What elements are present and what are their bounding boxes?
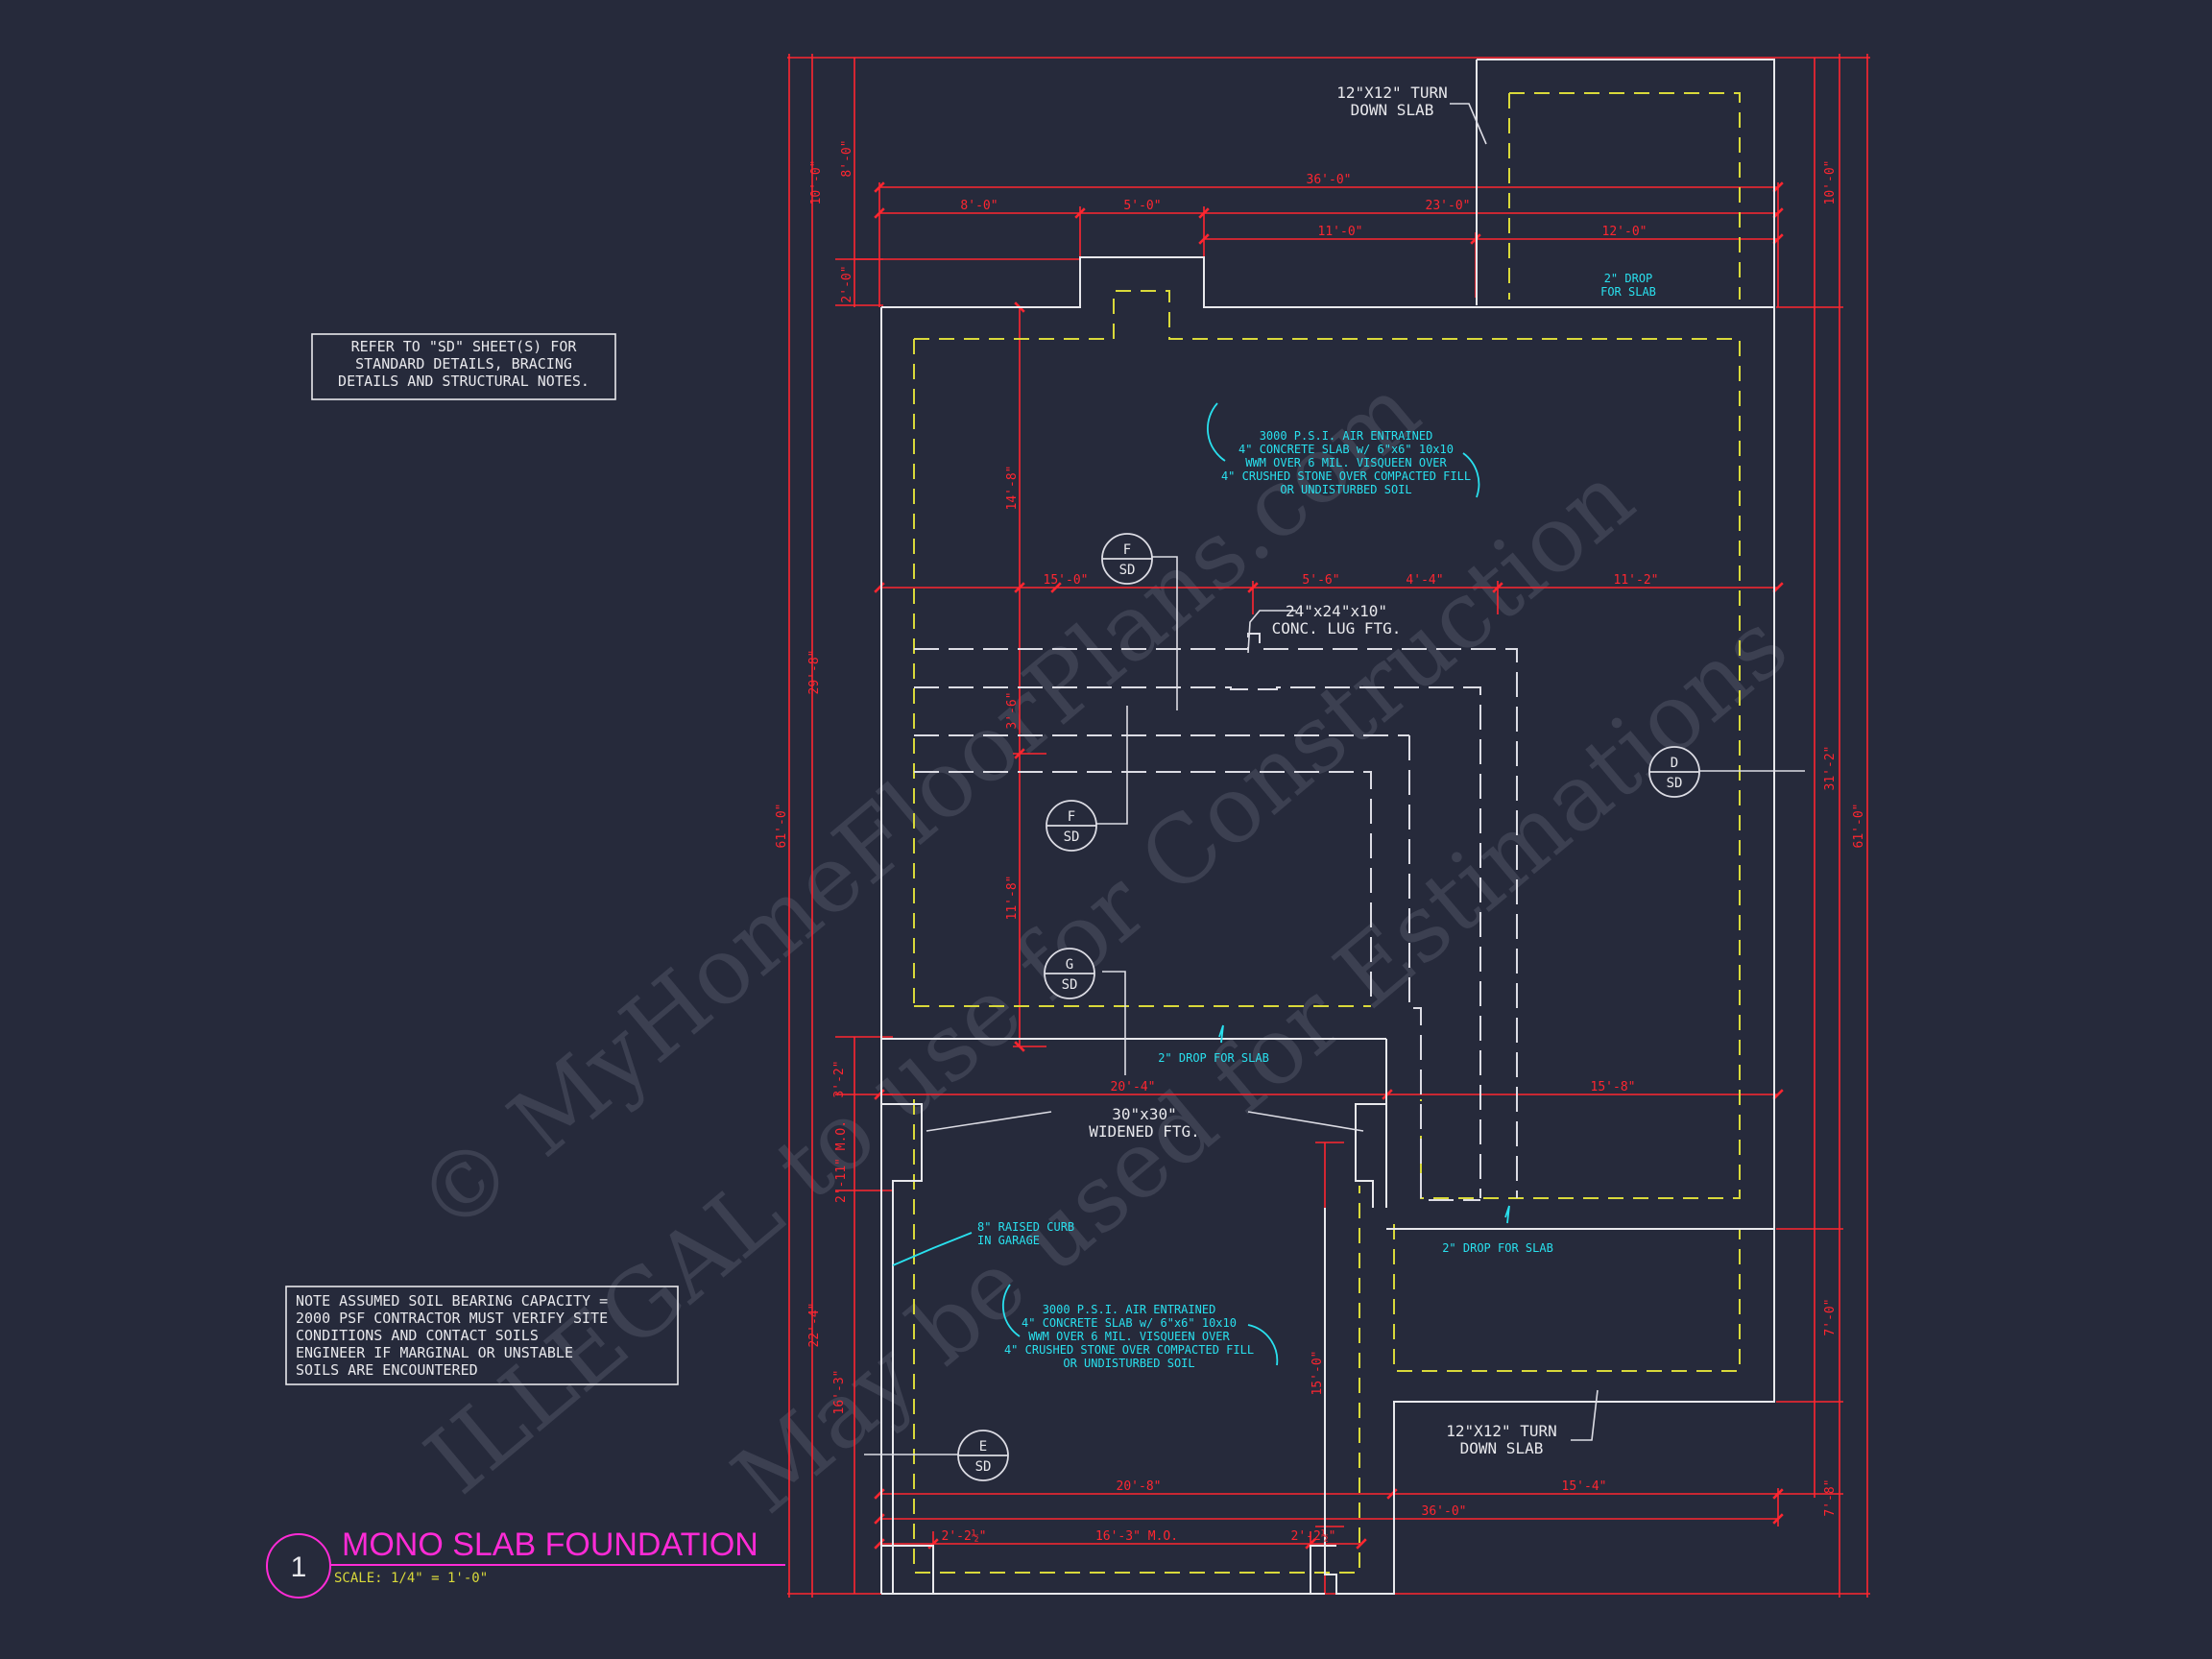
dim-right-d: 7'-0" (1823, 1298, 1838, 1335)
dim-left-k: 22'-4" (807, 1303, 822, 1348)
note-refer-line-2: STANDARD DETAILS, BRACING (355, 355, 572, 373)
dim-left-b: 8'-0" (840, 139, 854, 177)
widened-ftg-line-1: 30"x30" (1112, 1105, 1176, 1123)
drop-top-line-1: 2" DROP (1604, 272, 1653, 285)
dim-bottom-c: 2'-2½" (942, 1529, 987, 1544)
slab-main-line-3: WWM OVER 6 MIL. VISQUEEN OVER (1245, 456, 1447, 469)
lug-ftg-line-2: CONC. LUG FTG. (1272, 619, 1402, 637)
dim-left-l: 16'-3" (832, 1370, 847, 1415)
cyan-callouts: 2" DROP FOR SLAB 3000 P.S.I. AIR ENTRAIN… (977, 272, 1656, 1370)
note-soil-line-5: SOILS ARE ENCOUNTERED (296, 1361, 478, 1379)
dim-right-e: 7'-8" (1823, 1479, 1838, 1516)
dim-left-d: 14'-8" (1005, 466, 1020, 511)
slab-garage-line-5: OR UNDISTURBED SOIL (1063, 1357, 1194, 1370)
note-refer: REFER TO "SD" SHEET(S) FOR STANDARD DETA… (311, 333, 616, 400)
white-labels: 12"X12" TURN DOWN SLAB 24"x24"x10" CONC.… (1089, 84, 1557, 1457)
dim-left-h: 61'-0" (775, 804, 789, 849)
note-refer-line-3: DETAILS AND STRUCTURAL NOTES. (338, 373, 589, 390)
dim-right-a: 10'-0" (1823, 160, 1838, 205)
dim-left-a: 10'-0" (809, 160, 824, 205)
slab-main-line-2: 4" CONCRETE SLAB w/ 6"x6" 10x10 (1238, 443, 1454, 456)
drawing-title: MONO SLAB FOUNDATION (342, 1527, 758, 1563)
dim-right-b: 31'-2" (1823, 746, 1838, 791)
dim-bottom-e: 2'-2½" (1291, 1529, 1336, 1544)
slab-garage-line-4: 4" CRUSHED STONE OVER COMPACTED FILL (1004, 1343, 1254, 1357)
drop-top-line-2: FOR SLAB (1600, 285, 1656, 299)
dim-left-f: 11'-8" (1005, 876, 1020, 921)
section-marker-label: D (1671, 756, 1678, 771)
section-markers: F SD F SD G SD D SD E SD (957, 533, 1700, 1481)
slab-garage-line-3: WWM OVER 6 MIL. VISQUEEN OVER (1028, 1330, 1230, 1343)
dim-bottom-overall: 36'-0" (1422, 1504, 1467, 1519)
dim-bottom-d: 16'-3" M.O. (1095, 1529, 1178, 1544)
section-marker-sheet: SD (1062, 977, 1078, 993)
note-soil-line-4: ENGINEER IF MARGINAL OR UNSTABLE (296, 1344, 573, 1361)
dim-garage-a: 20'-4" (1111, 1080, 1156, 1094)
note-soil-line-3: CONDITIONS AND CONTACT SOILS (296, 1327, 539, 1344)
note-soil-line-2: 2000 PSF CONTRACTOR MUST VERIFY SITE (296, 1310, 608, 1327)
dim-top-a: 8'-0" (960, 199, 998, 213)
section-marker-f-2[interactable]: F SD (1046, 800, 1097, 852)
section-marker-sheet: SD (1119, 563, 1136, 578)
dim-garage-b: 15'-8" (1591, 1080, 1636, 1094)
turn-down-bottom-line-2: DOWN SLAB (1460, 1439, 1544, 1457)
slab-main-line-4: 4" CRUSHED STONE OVER COMPACTED FILL (1221, 469, 1471, 483)
turn-down-top-line-2: DOWN SLAB (1351, 101, 1434, 119)
section-marker-label: G (1066, 957, 1073, 973)
dim-mid-b: 5'-6" (1302, 573, 1339, 588)
slab-main-line-1: 3000 P.S.I. AIR ENTRAINED (1260, 429, 1433, 443)
dim-left-e: 3'-6" (1005, 691, 1020, 729)
raised-curb-line-2: IN GARAGE (977, 1234, 1040, 1247)
section-marker-sheet: SD (1064, 830, 1080, 845)
raised-curb-line-1: 8" RAISED CURB (977, 1220, 1074, 1234)
dim-left-c: 2'-0" (840, 265, 854, 302)
section-marker-f-1[interactable]: F SD (1101, 533, 1153, 585)
foundation-walls (880, 59, 1775, 1595)
dim-bottom-a: 20'-8" (1117, 1479, 1162, 1494)
section-marker-g[interactable]: G SD (1044, 948, 1095, 999)
slab-garage-line-1: 3000 P.S.I. AIR ENTRAINED (1043, 1303, 1216, 1316)
section-marker-label: E (979, 1439, 987, 1455)
section-marker-label: F (1123, 542, 1131, 558)
drawing-scale: SCALE: 1/4" = 1'-0" (334, 1571, 488, 1586)
turn-down-bottom-line-1: 12"X12" TURN (1446, 1422, 1557, 1440)
dim-mid-c: 4'-4" (1406, 573, 1443, 588)
dim-right-c: 61'-0" (1852, 804, 1866, 849)
note-soil: NOTE ASSUMED SOIL BEARING CAPACITY = 200… (285, 1286, 679, 1385)
drop-mid: 2" DROP FOR SLAB (1158, 1051, 1269, 1065)
section-marker-e[interactable]: E SD (957, 1430, 1009, 1481)
drawing-title-block: 1 MONO SLAB FOUNDATION SCALE: 1/4" = 1'-… (266, 1527, 785, 1599)
drop-right: 2" DROP FOR SLAB (1442, 1241, 1553, 1255)
dim-mid-a: 15'-0" (1044, 573, 1089, 588)
turn-down-top-line-1: 12"X12" TURN (1336, 84, 1448, 102)
callout-leaders (892, 402, 1510, 1366)
section-marker-d[interactable]: D SD (1648, 746, 1700, 798)
drawing-number: 1 (291, 1551, 307, 1583)
dim-mid-d: 11'-2" (1614, 573, 1659, 588)
dim-top-c: 23'-0" (1426, 199, 1471, 213)
slab-garage-line-2: 4" CONCRETE SLAB w/ 6"x6" 10x10 (1022, 1316, 1237, 1330)
section-marker-sheet: SD (1667, 776, 1683, 791)
dimension-text: 36'-0" 8'-0" 5'-0" 23'-0" 11'-0" 12'-0" … (775, 139, 1866, 1544)
slab-main-line-5: OR UNDISTURBED SOIL (1280, 483, 1411, 496)
dim-left-i: 3'-2" (832, 1060, 847, 1097)
dim-left-m: 15'-0" (1310, 1351, 1325, 1396)
dim-left-j: 2'-11" M.O. (834, 1120, 849, 1203)
dim-top-b: 5'-0" (1123, 199, 1161, 213)
note-refer-line-1: REFER TO "SD" SHEET(S) FOR (351, 338, 578, 355)
hidden-footing-lines (913, 92, 1741, 1574)
dim-bottom-b: 15'-4" (1562, 1479, 1607, 1494)
dim-top-e: 12'-0" (1602, 225, 1647, 239)
lug-ftg-line-1: 24"x24"x10" (1286, 602, 1387, 620)
dim-top-d: 11'-0" (1318, 225, 1363, 239)
note-soil-line-1: NOTE ASSUMED SOIL BEARING CAPACITY = (296, 1292, 608, 1310)
widened-ftg-line-2: WIDENED FTG. (1089, 1122, 1200, 1141)
section-marker-label: F (1068, 809, 1075, 825)
section-marker-sheet: SD (975, 1459, 992, 1475)
dim-overall-top: 36'-0" (1307, 173, 1352, 187)
dim-left-g: 29'-8" (807, 650, 822, 695)
